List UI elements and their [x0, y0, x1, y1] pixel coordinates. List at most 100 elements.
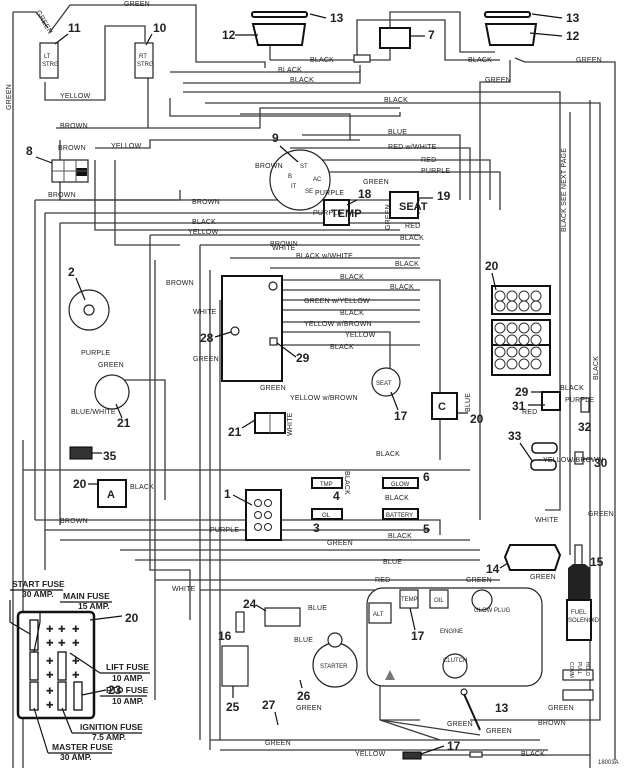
oil-light-label: OL: [322, 513, 331, 519]
svg-text:✚: ✚: [46, 656, 54, 666]
wire-label: GREEN w/YELLOW: [304, 298, 370, 305]
master-fuse-label: MASTER FUSE: [52, 742, 113, 752]
main-fuse-rating: 15 AMP.: [78, 601, 110, 611]
glow-plug-label: GLOW PLUG: [474, 608, 511, 614]
pin-comm: COMM: [568, 662, 574, 678]
component-12-right: 12 13: [484, 11, 580, 46]
wire-label: WHITE: [287, 412, 294, 436]
wire-label: YELLOW: [111, 143, 142, 150]
wire-label: PURPLE: [315, 190, 344, 197]
wire-label: GREEN: [34, 10, 53, 36]
callout-29-right: 29: [296, 351, 310, 365]
wire-label: GREEN: [296, 705, 322, 712]
wire-label: GREEN: [363, 179, 389, 186]
wire-label: BROWN: [60, 123, 88, 130]
svg-text:B: B: [288, 174, 292, 180]
component-25: 24: [243, 597, 301, 627]
wire-label: BLACK: [385, 495, 409, 502]
wire-label: RED w/WHITE: [388, 144, 437, 151]
svg-text:✚: ✚: [72, 638, 80, 648]
component-19: SEAT 17: [371, 367, 408, 423]
wire-label: BLACK: [521, 751, 545, 758]
component-14: 13: [460, 688, 509, 731]
component-15-fuel-solenoid: FUEL SOLENOID 15 COMM PULL HOLD: [562, 544, 604, 701]
wire-label: GREEN: [124, 1, 150, 8]
pto-fuse-rating: 10 AMP.: [112, 696, 144, 706]
wire-label: PURPLE: [210, 527, 239, 534]
svg-text:STRG: STRG: [42, 62, 59, 68]
wire-label: BLACK: [310, 57, 334, 64]
seat-label: SEAT: [376, 381, 392, 387]
wire-label: BLACK: [130, 484, 154, 491]
wire-label: BLACK: [376, 451, 400, 458]
wire-label: BLUE: [294, 637, 313, 644]
callout-13-left: 13: [330, 11, 344, 25]
svg-text:✚: ✚: [72, 670, 80, 680]
wire-label: GREEN: [530, 574, 556, 581]
callout-12-left: 12: [222, 28, 236, 42]
callout-20b: 20: [470, 412, 484, 426]
callout-28: 27: [262, 698, 276, 712]
svg-text:ST: ST: [300, 164, 308, 170]
callout-20d: 20: [73, 477, 87, 491]
callout-3: 3: [313, 521, 320, 535]
wire-label: BROWN: [255, 163, 283, 170]
wire-label: BROWN: [166, 280, 194, 287]
component-9: ST B IT SE AC 9: [269, 131, 331, 211]
wire-label: WHITE: [272, 245, 296, 252]
wire-label: PURPLE: [421, 168, 450, 175]
component-5: BATTERY 5: [382, 508, 430, 536]
callout-13-right: 13: [566, 11, 580, 25]
component-24: 21: [228, 412, 286, 439]
component-7: 7: [353, 27, 435, 63]
wire-label: BROWN: [48, 192, 76, 199]
glow-light-label: GLOW: [391, 482, 410, 488]
wire-label: GREEN: [327, 540, 353, 547]
alternator-label: ALT: [373, 612, 384, 618]
svg-text:STRG: STRG: [137, 62, 154, 68]
component-20b: C 20: [431, 392, 484, 426]
component-20c: TEMP 18: [323, 187, 372, 226]
wire-label: WHITE: [172, 586, 196, 593]
relay-a-label: SEAT: [399, 201, 428, 213]
wire-label: BLACK: [340, 310, 364, 317]
starter-motor: STARTER: [312, 632, 358, 688]
callout-35: 35: [103, 449, 117, 463]
callout-27: 26: [297, 689, 311, 703]
temp-sender-label: TEMP: [401, 597, 418, 603]
svg-text:✚: ✚: [46, 686, 54, 696]
svg-text:✚: ✚: [58, 638, 66, 648]
pto-fuse-label: PTO FUSE: [106, 685, 149, 695]
wire-label: GREEN: [193, 356, 219, 363]
callout-18: 17: [411, 629, 425, 643]
starter-label: STARTER: [320, 664, 348, 670]
component-17-bottom: 17: [402, 739, 483, 760]
wire-label: BLACK: [340, 274, 364, 281]
wire-label: BROWN: [192, 199, 220, 206]
wire-label: BLACK w/WHITE: [296, 253, 353, 260]
component-1: 1: [224, 487, 282, 541]
ignition-fuse-label: IGNITION FUSE: [80, 722, 143, 732]
relay-c-label: TEMP: [331, 208, 362, 220]
callout-29-left: 28: [200, 331, 214, 345]
wire-label: BROWN: [270, 241, 298, 248]
wire-label: BLACK: [330, 344, 354, 351]
callout-30: 29: [515, 385, 529, 399]
wire-label: PURPLE: [565, 397, 594, 404]
clutch-label: CLUTCH: [443, 658, 467, 664]
wire-label: YELLOW w/BROWN: [304, 321, 372, 328]
wire-label: YELLOW/BROWN: [543, 457, 603, 464]
wire-label: PURPLE: [313, 210, 342, 217]
callout-21-connector: 20: [485, 259, 499, 273]
wire-label: YELLOW: [188, 229, 219, 236]
master-fuse-rating: 30 AMP.: [60, 752, 92, 762]
component-30-32: 29 31: [512, 385, 561, 413]
svg-text:✚: ✚: [46, 700, 54, 710]
wire-label: GREEN: [6, 84, 13, 110]
wire-label: BLACK: [390, 284, 414, 291]
relay-b-label: C: [438, 401, 446, 413]
callout-1: 1: [224, 487, 231, 501]
component-11: LT STRG 11: [39, 21, 81, 79]
wire-label: BLACK: [395, 261, 419, 268]
